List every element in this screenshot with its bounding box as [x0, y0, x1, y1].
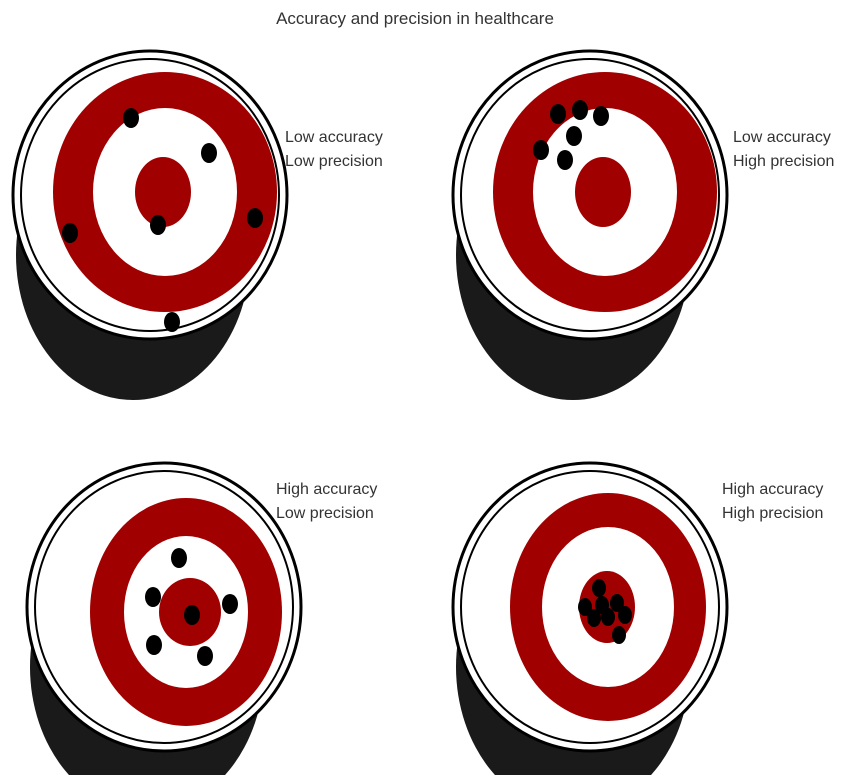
hit-mark	[146, 635, 162, 655]
hit-mark	[62, 223, 78, 243]
accuracy-label: Low accuracy	[285, 129, 383, 146]
hit-mark	[618, 606, 632, 624]
accuracy-label: High accuracy	[722, 481, 824, 498]
hit-mark	[197, 646, 213, 666]
target-board-low-accuracy-high-precision	[451, 49, 729, 400]
hit-mark	[566, 126, 582, 146]
page-title: Accuracy and precision in healthcare	[276, 9, 554, 28]
hit-mark	[587, 609, 601, 627]
hit-mark	[247, 208, 263, 228]
caption-target-3: High accuracy Low precision	[276, 478, 377, 526]
hit-mark	[145, 587, 161, 607]
hit-mark	[610, 594, 624, 612]
hit-mark	[184, 605, 200, 625]
hits-group	[62, 108, 263, 332]
hit-mark	[592, 579, 606, 597]
target-board-low-accuracy-low-precision	[11, 49, 289, 400]
hit-mark	[595, 596, 609, 614]
precision-label: High precision	[733, 153, 835, 170]
accuracy-label: Low accuracy	[733, 129, 831, 146]
hit-mark	[578, 598, 592, 616]
caption-target-1: Low accuracy Low precision	[285, 126, 383, 174]
hit-mark	[557, 150, 573, 170]
hit-mark	[533, 140, 549, 160]
caption-target-4: High accuracy High precision	[722, 478, 823, 526]
precision-label: Low precision	[285, 153, 383, 170]
target-board-high-accuracy-high-precision	[451, 461, 729, 775]
precision-label: High precision	[722, 505, 824, 522]
accuracy-label: High accuracy	[276, 481, 378, 498]
hit-mark	[201, 143, 217, 163]
bullseye	[135, 157, 191, 227]
hit-mark	[612, 626, 626, 644]
hit-mark	[171, 548, 187, 568]
hit-mark	[222, 594, 238, 614]
caption-target-2: Low accuracy High precision	[733, 126, 834, 174]
hits-group	[578, 579, 632, 644]
hit-mark	[572, 100, 588, 120]
hits-group	[533, 100, 609, 170]
hit-mark	[123, 108, 139, 128]
target-board-high-accuracy-low-precision	[25, 461, 303, 775]
hit-mark	[164, 312, 180, 332]
hit-mark	[550, 104, 566, 124]
hit-mark	[593, 106, 609, 126]
precision-label: Low precision	[276, 505, 374, 522]
bullseye	[575, 157, 631, 227]
hits-group	[145, 548, 238, 666]
hit-mark	[150, 215, 166, 235]
